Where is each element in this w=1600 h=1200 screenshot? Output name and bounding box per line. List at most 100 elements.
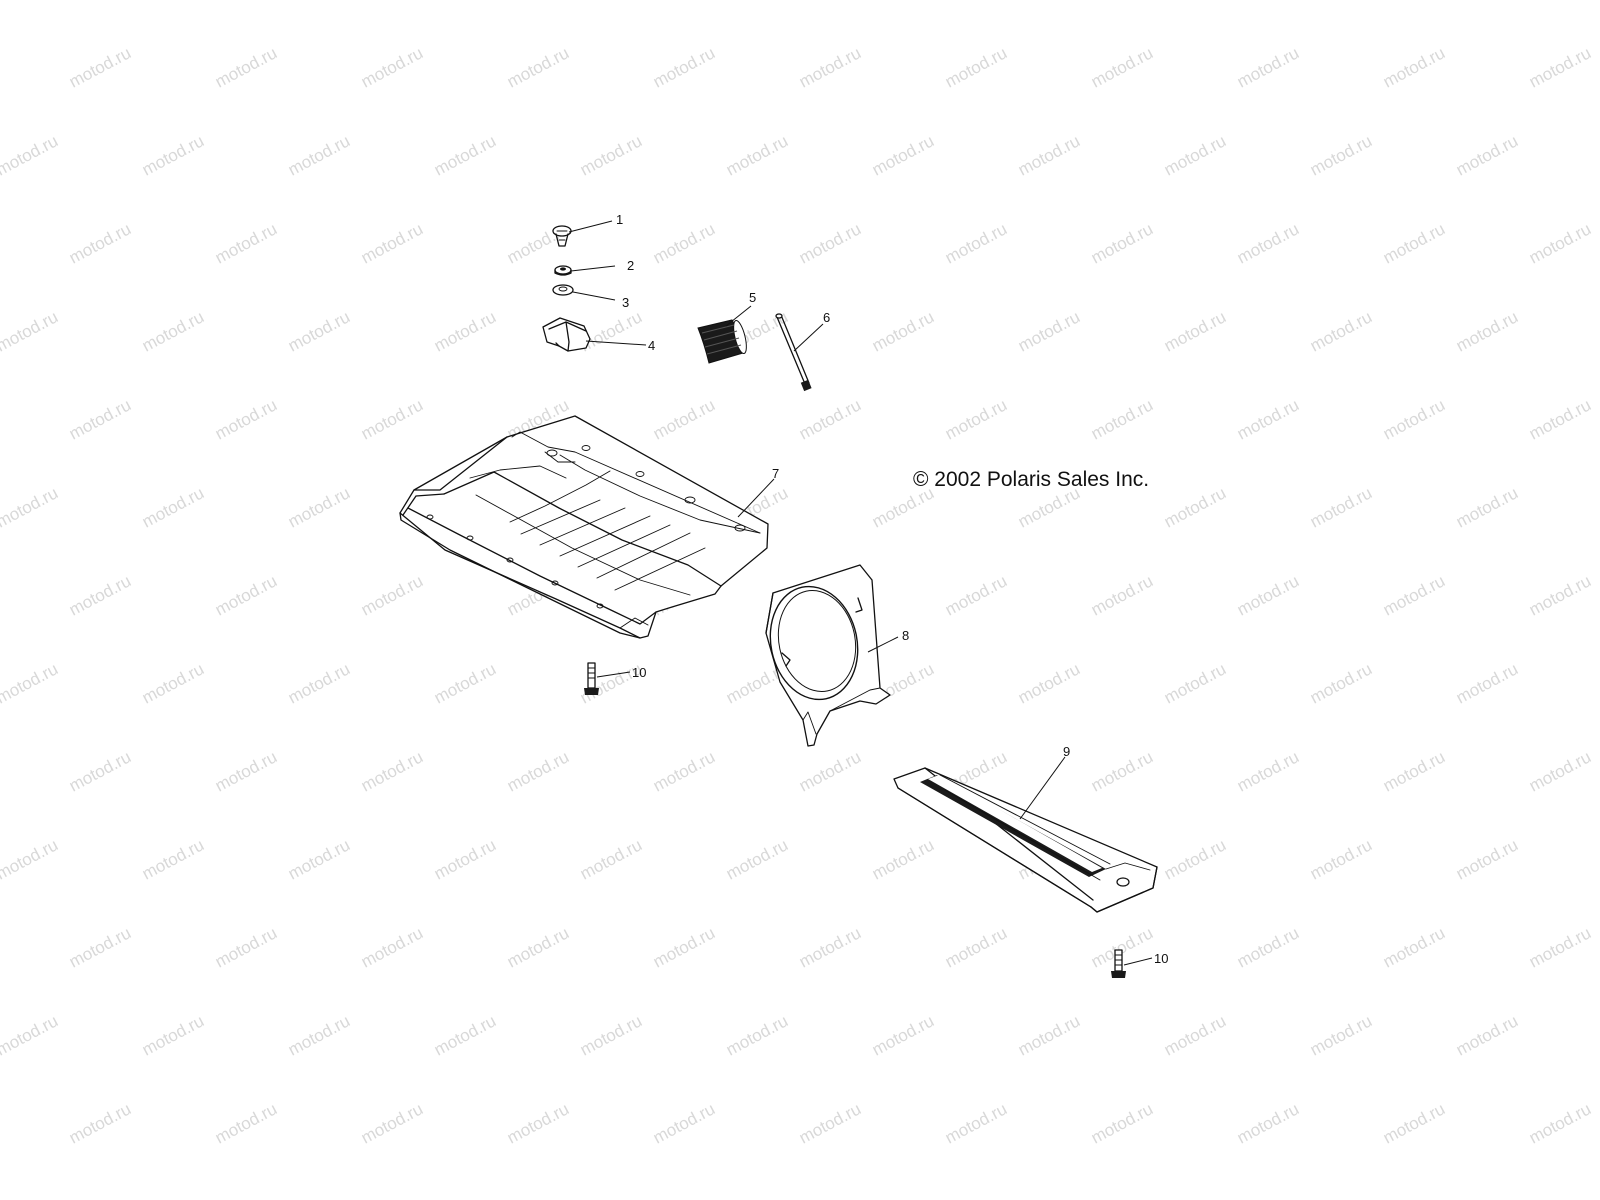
watermark-text: motod.ru <box>1161 835 1229 883</box>
watermark-text: motod.ru <box>285 307 353 355</box>
watermark-text: motod.ru <box>1526 219 1594 267</box>
watermark-text: motod.ru <box>1380 395 1448 443</box>
watermark-text: motod.ru <box>577 835 645 883</box>
watermark-text: motod.ru <box>285 483 353 531</box>
watermark-text: motod.ru <box>1380 43 1448 91</box>
watermark-text: motod.ru <box>212 219 280 267</box>
watermark-text: motod.ru <box>1161 483 1229 531</box>
watermark-text: motod.ru <box>723 1011 791 1059</box>
watermark-text: motod.ru <box>285 0 353 4</box>
leader-line-8 <box>867 636 899 653</box>
watermark-text: motod.ru <box>431 307 499 355</box>
callout-3: 3 <box>622 295 629 310</box>
leader-line-10-lower <box>1123 957 1153 966</box>
watermark-text: motod.ru <box>0 483 61 531</box>
watermark-text: motod.ru <box>869 835 937 883</box>
watermark-text: motod.ru <box>1526 571 1594 619</box>
watermark-text: motod.ru <box>723 835 791 883</box>
watermark-text: motod.ru <box>577 131 645 179</box>
watermark-text: motod.ru <box>212 1099 280 1147</box>
watermark-text: motod.ru <box>1380 923 1448 971</box>
step-plate-icon <box>893 767 1158 913</box>
watermark-text: motod.ru <box>66 43 134 91</box>
watermark-text: motod.ru <box>796 923 864 971</box>
watermark-text: motod.ru <box>1526 43 1594 91</box>
watermark-text: motod.ru <box>1453 1011 1521 1059</box>
watermark-text: motod.ru <box>1015 0 1083 4</box>
watermark-text: motod.ru <box>139 835 207 883</box>
watermark-text: motod.ru <box>650 923 718 971</box>
watermark-text: motod.ru <box>1234 571 1302 619</box>
watermark-text: motod.ru <box>796 395 864 443</box>
watermark-text: motod.ru <box>1307 483 1375 531</box>
watermark-text: motod.ru <box>1307 307 1375 355</box>
watermark-text: motod.ru <box>869 307 937 355</box>
watermark-text: motod.ru <box>1453 0 1521 4</box>
watermark-text: motod.ru <box>1088 43 1156 91</box>
watermark-text: motod.ru <box>796 43 864 91</box>
callout-8: 8 <box>902 628 909 643</box>
watermark-text: motod.ru <box>1088 219 1156 267</box>
watermark-text: motod.ru <box>358 395 426 443</box>
watermark-text: motod.ru <box>942 923 1010 971</box>
watermark-text: motod.ru <box>1234 1099 1302 1147</box>
watermark-text: motod.ru <box>796 747 864 795</box>
watermark-text: motod.ru <box>66 219 134 267</box>
watermark-text: motod.ru <box>66 1099 134 1147</box>
watermark-text: motod.ru <box>66 571 134 619</box>
watermark-text: motod.ru <box>577 0 645 4</box>
watermark-text: motod.ru <box>358 219 426 267</box>
watermark-text: motod.ru <box>1307 659 1375 707</box>
watermark-text: motod.ru <box>0 307 61 355</box>
watermark-text: motod.ru <box>650 219 718 267</box>
watermark-text: motod.ru <box>1307 835 1375 883</box>
watermark-text: motod.ru <box>139 0 207 4</box>
watermark-text: motod.ru <box>285 835 353 883</box>
watermark-text: motod.ru <box>504 1099 572 1147</box>
callout-6: 6 <box>823 310 830 325</box>
watermark-text: motod.ru <box>1161 307 1229 355</box>
watermark-text: motod.ru <box>358 571 426 619</box>
watermark-text: motod.ru <box>1234 395 1302 443</box>
watermark-text: motod.ru <box>1088 571 1156 619</box>
watermark-text: motod.ru <box>1380 571 1448 619</box>
watermark-text: motod.ru <box>942 571 1010 619</box>
watermark-text: motod.ru <box>650 43 718 91</box>
washer-icon <box>552 284 574 296</box>
watermark-text: motod.ru <box>0 1011 61 1059</box>
watermark-text: motod.ru <box>139 659 207 707</box>
watermark-text: motod.ru <box>1453 483 1521 531</box>
watermark-text: motod.ru <box>212 923 280 971</box>
callout-10-upper: 10 <box>632 665 646 680</box>
watermark-text: motod.ru <box>212 43 280 91</box>
callout-1: 1 <box>616 212 623 227</box>
watermark-text: motod.ru <box>1234 923 1302 971</box>
copyright-notice: © 2002 Polaris Sales Inc. <box>913 468 1149 491</box>
watermark-text: motod.ru <box>650 747 718 795</box>
watermark-text: motod.ru <box>431 0 499 4</box>
rod-icon <box>775 313 812 392</box>
watermark-text: motod.ru <box>650 395 718 443</box>
watermark-text: motod.ru <box>285 659 353 707</box>
watermark-text: motod.ru <box>577 1011 645 1059</box>
watermark-text: motod.ru <box>1015 307 1083 355</box>
callout-4: 4 <box>648 338 655 353</box>
callout-5: 5 <box>749 290 756 305</box>
watermark-text: motod.ru <box>1380 747 1448 795</box>
leader-line-5 <box>725 305 752 327</box>
watermark-text: motod.ru <box>1307 1011 1375 1059</box>
watermark-text: motod.ru <box>1088 1099 1156 1147</box>
leader-line-7 <box>737 478 775 518</box>
watermark-text: motod.ru <box>66 395 134 443</box>
watermark-text: motod.ru <box>139 1011 207 1059</box>
watermark-text: motod.ru <box>1453 131 1521 179</box>
leader-line-2 <box>570 265 616 272</box>
watermark-text: motod.ru <box>358 923 426 971</box>
fan-shroud-icon <box>765 564 891 747</box>
watermark-text: motod.ru <box>1526 395 1594 443</box>
watermark-text: motod.ru <box>1380 219 1448 267</box>
watermark-text: motod.ru <box>650 1099 718 1147</box>
watermark-text: motod.ru <box>285 1011 353 1059</box>
callout-9: 9 <box>1063 744 1070 759</box>
